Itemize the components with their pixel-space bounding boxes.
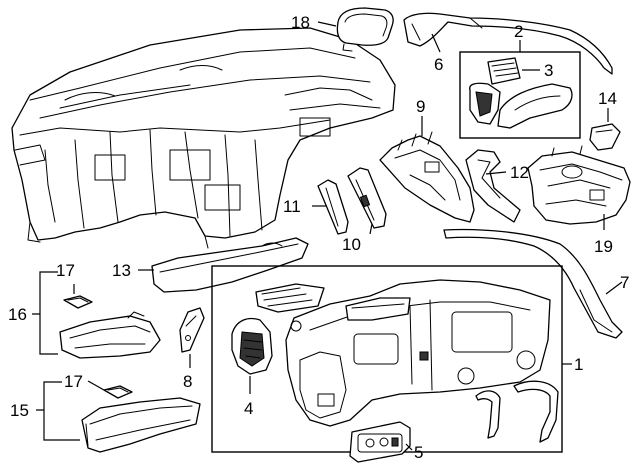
clip-part-lower	[103, 385, 133, 399]
leader-12	[485, 171, 507, 175]
knee-bolster-trim-part	[151, 237, 309, 293]
leader-5	[405, 443, 413, 451]
callout-17-upper: 17	[56, 261, 75, 280]
callout-6: 6	[434, 55, 443, 74]
upper-vent-part	[255, 283, 325, 313]
callout-17-lower: 17	[64, 372, 83, 391]
callout-14: 14	[598, 89, 617, 108]
top-trim-strip-part	[403, 12, 613, 75]
callout-12: 12	[510, 163, 529, 182]
narrow-bracket-part	[317, 179, 349, 235]
callout-13: 13	[112, 261, 131, 280]
clip-part-upper	[63, 295, 93, 309]
callout-10: 10	[342, 235, 361, 254]
callout-2: 2	[514, 22, 523, 41]
duct-bracket-part	[465, 149, 521, 223]
callout-9: 9	[416, 97, 425, 116]
trim-ring-small-part	[475, 390, 501, 439]
leader-10	[369, 223, 373, 235]
callout-11: 11	[283, 197, 301, 216]
callout-16: 16	[8, 305, 27, 324]
end-cap-part	[589, 123, 621, 151]
callout-7: 7	[620, 273, 629, 292]
callout-19: 19	[594, 237, 613, 256]
control-switch-part	[349, 421, 411, 463]
right-side-bracket-part	[527, 145, 631, 225]
clip-bracket-part	[179, 307, 205, 353]
callout-3: 3	[544, 61, 553, 80]
callout-8: 8	[183, 372, 192, 391]
lower-panel-part	[59, 311, 161, 359]
side-bracket-part	[379, 131, 475, 223]
leader-18	[317, 21, 337, 27]
bracket-16	[32, 271, 58, 355]
leader-6	[431, 33, 441, 53]
callout-5: 5	[414, 443, 423, 462]
switch-panel-bracket-part	[347, 167, 387, 229]
lower-pad-part	[81, 397, 201, 453]
leader-7	[605, 281, 623, 295]
callout-18: 18	[291, 13, 310, 32]
callout-15: 15	[10, 401, 29, 420]
callout-1: 1	[574, 355, 583, 374]
callout-4: 4	[244, 399, 253, 418]
air-vent-assembly-part	[469, 57, 573, 129]
switch-module-part	[345, 297, 411, 321]
cluster-bezel-part	[285, 279, 551, 427]
curved-garnish-part	[443, 228, 623, 339]
dashboard-frame	[11, 27, 396, 249]
trim-ring-large-part	[513, 380, 559, 443]
bracket-15	[36, 381, 80, 441]
leader-17-lower	[87, 380, 105, 391]
gauge-pod-part	[336, 7, 394, 52]
round-vent-part	[231, 317, 273, 375]
